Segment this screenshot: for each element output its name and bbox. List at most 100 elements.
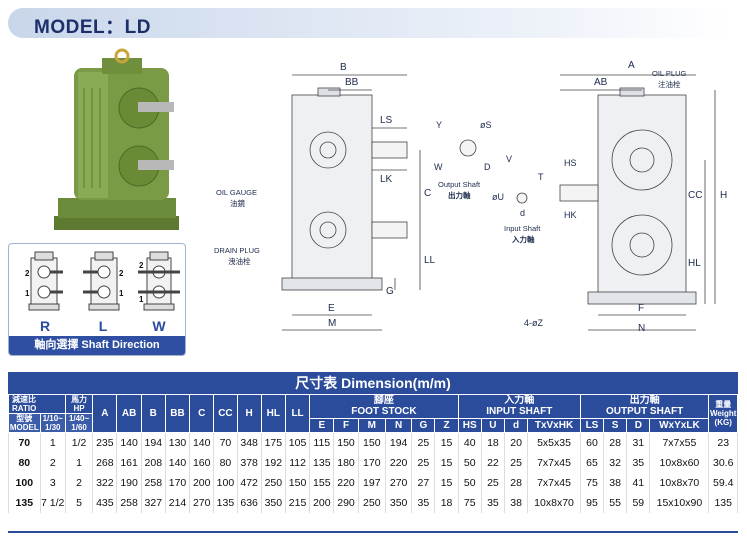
svg-text:2: 2 [25, 269, 30, 278]
table-cell: 31 [626, 432, 651, 453]
col-u: U [480, 417, 506, 434]
dim-ab: AB [594, 77, 608, 88]
svg-text:1: 1 [139, 295, 144, 304]
drain-plug-label-cn: 洩油栓 [228, 257, 251, 266]
table-cell: 1 [39, 432, 66, 453]
col-z: Z [434, 417, 459, 434]
table-cell: 80 [213, 452, 238, 473]
table-cell: 18 [480, 432, 506, 453]
table-cell: 32 [603, 452, 628, 473]
table-cell: 220 [333, 472, 359, 493]
table-cell: 25 [411, 432, 436, 453]
foot-en: FOOT STOCK [351, 406, 417, 418]
table-cell: 70 [213, 432, 238, 453]
col-wxyxlk: WxYxLK [649, 417, 710, 434]
dim-t: T [538, 172, 544, 182]
table-cell: 268 [92, 452, 118, 473]
table-cell: 327 [140, 492, 166, 513]
col-c: C [189, 394, 215, 433]
table-cell: 150 [357, 432, 386, 453]
table-cell: 1 [64, 452, 94, 473]
weight-en: Weight [709, 409, 737, 418]
table-cell: 35 [480, 492, 506, 513]
col-m: M [357, 417, 386, 434]
ratio-1-header: 1/10~ 1/30 [39, 413, 66, 433]
table-cell: 15 [434, 432, 459, 453]
table-cell: 15 [434, 472, 459, 493]
shaft-letter-r: R [39, 318, 51, 334]
oil-gauge-label-cn: 油鏡 [230, 199, 245, 208]
col-g: G [411, 417, 436, 434]
dim-h: H [720, 190, 728, 201]
oil-gauge-label: OIL GAUGE [216, 188, 257, 197]
table-cell: 2 [39, 452, 66, 473]
table-cell: 180 [333, 452, 359, 473]
table-cell: 161 [116, 452, 142, 473]
svg-text:2: 2 [139, 261, 144, 270]
dim-hs: HS [564, 158, 577, 168]
table-cell: 7x7x45 [527, 452, 581, 473]
col-n: N [384, 417, 413, 434]
table-cell: 175 [260, 432, 286, 453]
table-cell: 220 [384, 452, 413, 473]
output-en: OUTPUT SHAFT [606, 406, 684, 418]
output-shaft-label-cn: 出力軸 [448, 191, 471, 200]
foot-cn: 腳座 [373, 395, 394, 407]
table-cell: 250 [357, 492, 386, 513]
table-cell: 25 [503, 452, 529, 473]
table-cell: 10x8x70 [527, 492, 581, 513]
gearbox-photo [54, 48, 179, 230]
model-title: MODEL：LD [34, 17, 151, 38]
table-cell: 41 [626, 472, 651, 493]
table-cell: 3 [39, 472, 66, 493]
table-cell: 115 [309, 432, 335, 453]
shaft-direction-r-diagram: 2 1 [23, 248, 67, 314]
shaft-letter-w: W [152, 318, 166, 334]
input-en: INPUT SHAFT [486, 406, 553, 418]
weight-unit: (KG) [714, 418, 732, 427]
col-ls: LS [579, 417, 605, 434]
oil-plug-label-cn: 注油栓 [658, 80, 681, 89]
table-cell: 192 [260, 452, 286, 473]
dim-bb: BB [345, 77, 359, 88]
dim-hl: HL [688, 258, 701, 269]
output-cn: 出力軸 [629, 395, 660, 407]
col-h: H [236, 394, 262, 433]
dim-lk: LK [380, 174, 393, 185]
dim-ls: LS [380, 115, 393, 126]
ratio-en: RATIO [12, 404, 37, 413]
table-cell: 38 [503, 492, 529, 513]
table-cell: 60 [579, 432, 605, 453]
table-cell: 50 [457, 452, 482, 473]
table-cell: 25 [480, 472, 506, 493]
dim-d-input: d [520, 208, 526, 218]
dim-e: E [328, 303, 335, 314]
col-e: E [309, 417, 335, 434]
input-shaft-label-cn: 入力軸 [512, 235, 535, 244]
ratio-2-header: 1/40~ 1/60 [64, 413, 94, 433]
table-cell: 5x5x35 [527, 432, 581, 453]
dim-d-output: D [484, 162, 491, 172]
table-cell: 208 [140, 452, 166, 473]
table-cell: 7x7x45 [527, 472, 581, 493]
model-cell: 135 [8, 492, 41, 513]
table-cell: 15x10x90 [649, 492, 710, 513]
table-cell: 35 [626, 452, 651, 473]
col-d-output: D [626, 417, 651, 434]
table-cell: 155 [309, 472, 335, 493]
col-f: F [333, 417, 359, 434]
dim-c: C [424, 188, 432, 199]
dim-a: A [628, 60, 635, 71]
table-cell: 30.6 [708, 452, 738, 473]
table-cell: 105 [284, 432, 311, 453]
table-bottom-rule [8, 531, 738, 533]
dim-m: M [328, 318, 337, 329]
table-cell: 20 [503, 432, 529, 453]
table-cell: 18 [434, 492, 459, 513]
table-cell: 190 [116, 472, 142, 493]
